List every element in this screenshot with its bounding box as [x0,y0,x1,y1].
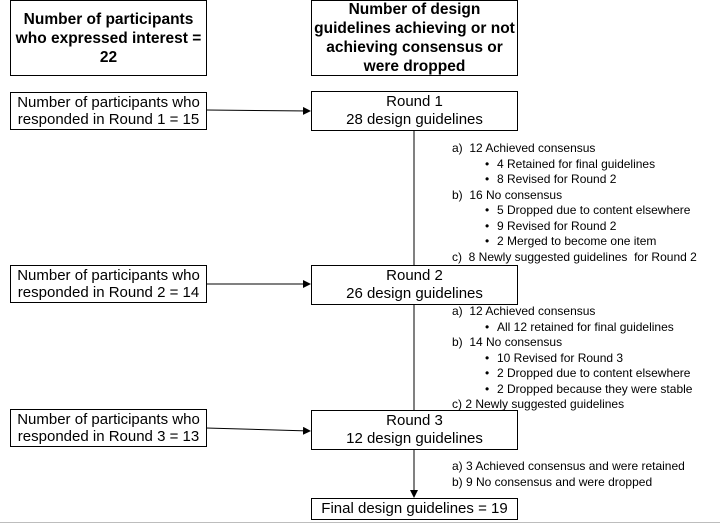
round-2-box: Round 2 26 design guidelines [311,265,518,305]
header-guidelines-line: achieving consensus or [326,39,503,56]
note-subitem: 2 Merged to become one item [452,234,697,250]
header-interest-line: Number of participants [23,10,194,28]
note-subitem: 8 Revised for Round 2 [452,172,697,188]
header-guidelines-line: were dropped [363,58,466,75]
participants-round-3-box: Number of participants who responded in … [10,409,207,447]
note-subitem: All 12 retained for final guidelines [452,320,692,336]
header-interest-box: Number of participants who expressed int… [10,0,207,76]
final-guidelines-label: Final design guidelines = 19 [321,500,508,517]
round-guidelines: 26 design guidelines [346,285,483,302]
bottom-divider [0,522,720,523]
note-item: b) 16 No consensus [452,187,563,202]
note-item: b) 14 No consensus [452,335,563,349]
participants-line: Number of participants who [17,411,200,428]
participants-line: Number of participants who [17,267,200,284]
participants-line: responded in Round 2 = 14 [17,284,200,301]
arrow-round-1 [205,106,311,115]
header-interest-line: who expressed interest = [15,29,202,47]
note-item: c) 2 Newly suggested guidelines [452,397,625,411]
header-interest-line: 22 [99,48,118,66]
round-title: Round 2 [386,267,443,284]
final-guidelines-box: Final design guidelines = 19 [311,498,518,520]
participants-line: responded in Round 1 = 15 [17,111,200,128]
round-1-notes: a) 12 Achieved consensus 4 Retained for … [452,141,697,265]
round-2-notes: a) 12 Achieved consensus All 12 retained… [452,304,692,413]
note-item: a) 3 Achieved consensus and were retaine… [452,459,685,473]
participants-line: responded in Round 3 = 13 [17,428,200,445]
note-subitem: 10 Revised for Round 3 [452,351,692,367]
note-subitem: 4 Retained for final guidelines [452,157,697,173]
round-title: Round 3 [386,412,443,429]
header-guidelines-line: Number of design [348,1,481,18]
note-item: a) 12 Achieved consensus [452,141,596,155]
round-3-notes: a) 3 Achieved consensus and were retaine… [452,459,685,490]
round-guidelines: 12 design guidelines [346,430,483,447]
note-item: b) 9 No consensus and were dropped [452,474,653,489]
arrow-round-3 [205,426,311,435]
note-item: a) 12 Achieved consensus [452,304,596,318]
participants-line: Number of participants who [17,94,200,111]
note-subitem: 5 Dropped due to content elsewhere [452,203,697,219]
participants-round-2-box: Number of participants who responded in … [10,265,207,303]
round-guidelines: 28 design guidelines [346,111,483,128]
round-3-box: Round 3 12 design guidelines [311,410,518,450]
round-title: Round 1 [386,93,443,110]
round-1-box: Round 1 28 design guidelines [311,91,518,131]
note-subitem: 9 Revised for Round 2 [452,219,697,235]
note-subitem: 2 Dropped because they were stable [452,382,692,398]
note-subitem: 2 Dropped due to content elsewhere [452,366,692,382]
header-guidelines-box: Number of design guidelines achieving or… [311,0,518,76]
note-item: c) 8 Newly suggested guidelines for Roun… [452,249,697,264]
header-guidelines-line: guidelines achieving or not [314,20,515,37]
participants-round-1-box: Number of participants who responded in … [10,92,207,130]
